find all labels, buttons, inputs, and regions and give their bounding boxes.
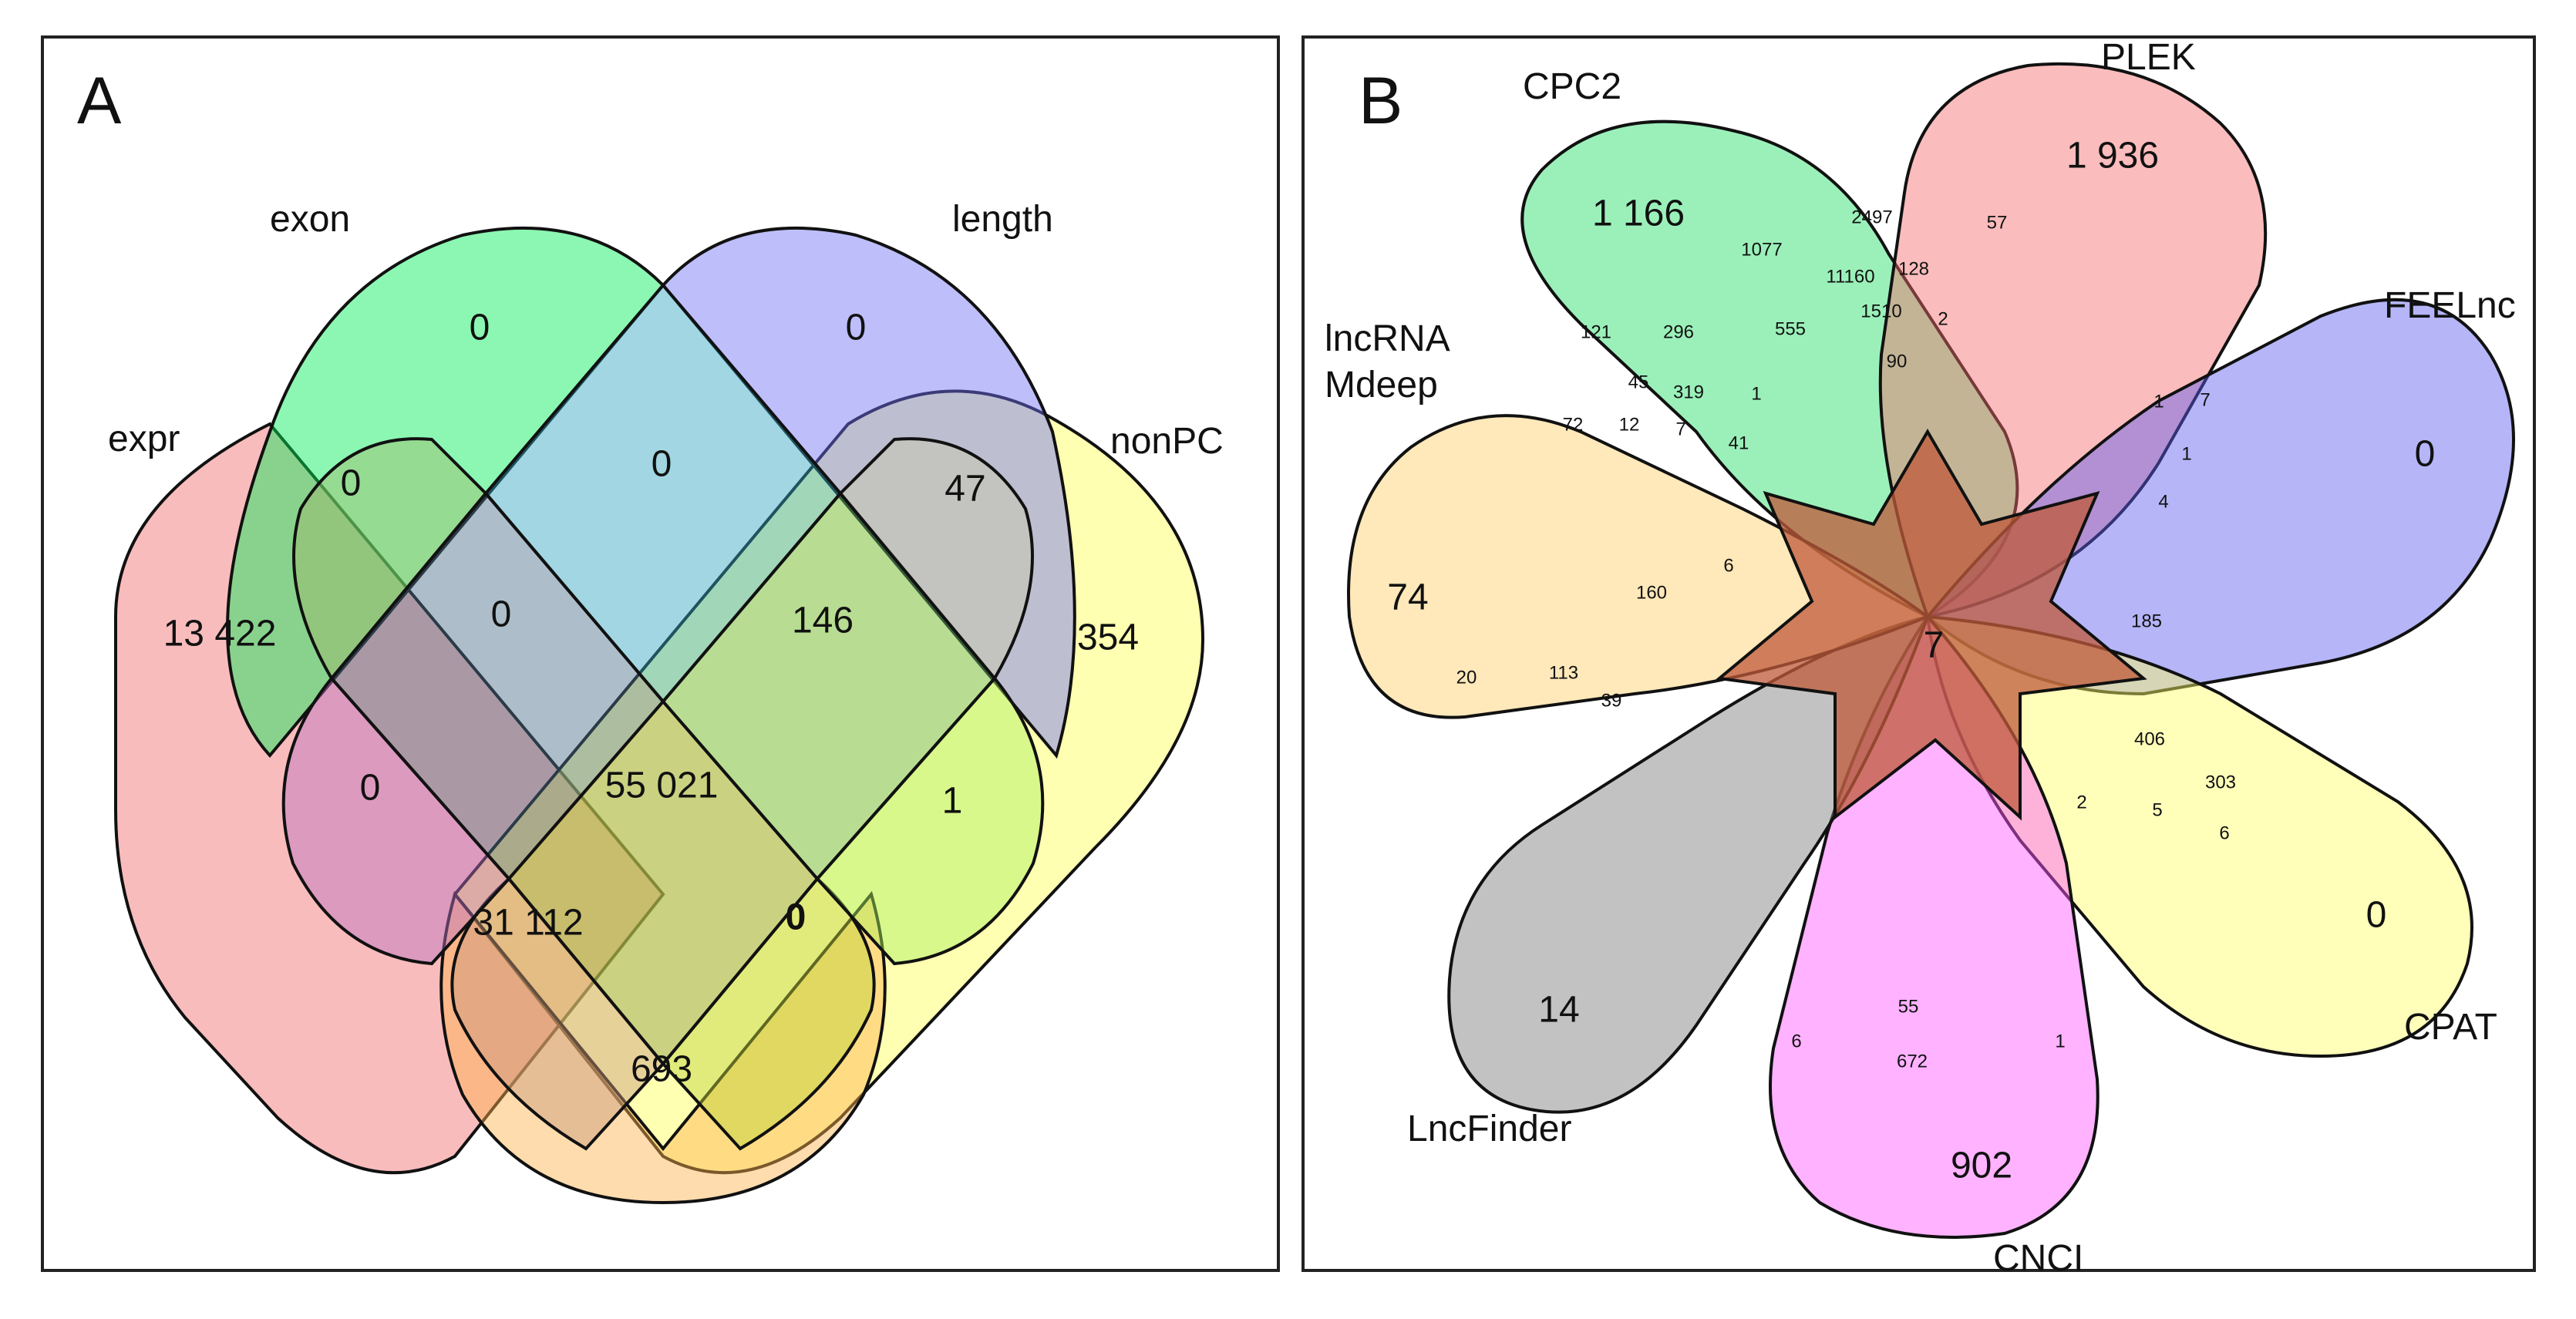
panel-b-frame: [1301, 35, 2536, 1272]
region-6c: 6: [1791, 1031, 1801, 1051]
region-5: 5: [2152, 799, 2162, 820]
region-406: 406: [2134, 728, 2165, 749]
region-exon-length: 0: [652, 444, 672, 485]
region-expr-exon-nonpc: 31 112: [473, 903, 583, 944]
panel-b: B CPC2 PLEK FEELnc CPAT CNCI LncFinder l…: [1301, 35, 2536, 1279]
region-expr-exon-length: 0: [491, 594, 512, 635]
region-6a: 6: [1723, 555, 1733, 576]
region-72: 72: [1563, 414, 1584, 435]
region-1b: 1: [2153, 391, 2164, 412]
region-303: 303: [2205, 772, 2236, 792]
region-length-only: 0: [846, 308, 867, 348]
region-185: 185: [2131, 611, 2162, 631]
region-plek-only: 1 936: [2066, 136, 2159, 177]
overlay-length-nonpc-b: [815, 675, 1045, 966]
region-2a: 2: [1938, 308, 1948, 329]
region-121: 121: [1581, 321, 1611, 342]
set-exon-shape: [226, 226, 665, 759]
region-128: 128: [1898, 258, 1929, 279]
panel-a-frame: [41, 35, 1280, 1272]
region-39: 39: [1601, 690, 1622, 711]
region-expr-exon: 0: [341, 463, 362, 504]
set-label-exon: exon: [270, 199, 350, 240]
region-exon-length-nonpc: 146: [792, 601, 854, 641]
set-label-cpat: CPAT: [2404, 1007, 2497, 1048]
region-expr-nonpc: 693: [631, 1049, 692, 1090]
set-label-cpc2: CPC2: [1523, 66, 1621, 107]
region-nonpc-only: 354: [1077, 617, 1139, 658]
region-4: 4: [2158, 491, 2168, 512]
region-296: 296: [1663, 321, 1694, 342]
region-319: 319: [1673, 382, 1704, 402]
set-length-shape: [661, 227, 1076, 759]
region-cpc2-only: 1 166: [1592, 193, 1685, 234]
region-center: 7: [1924, 625, 1945, 666]
set-nonpc-shape: [453, 389, 1205, 1175]
set-label-feelnc: FEELnc: [2384, 285, 2516, 326]
region-cpat-only: 0: [2366, 895, 2387, 936]
region-55: 55: [1898, 996, 1919, 1017]
set-label-length: length: [952, 199, 1053, 240]
overlay-center: [1716, 429, 2147, 821]
set-plek-shape: [1878, 62, 2268, 619]
region-1d: 1: [2055, 1031, 2065, 1051]
region-feelnc-only: 0: [2415, 434, 2436, 475]
panel-b-letter: B: [1359, 64, 1402, 138]
region-2497: 2497: [1851, 207, 1892, 227]
region-1a: 1: [1751, 383, 1761, 404]
region-2b: 2: [2076, 792, 2086, 813]
region-cnci-only: 902: [1951, 1146, 2012, 1186]
region-length-nonpc: 47: [945, 469, 985, 510]
panel-a: A exon length expr nonPC 0 0 0 0 47 13 4…: [41, 35, 1280, 1272]
overlay-length-nonpc-top: [838, 437, 1034, 681]
region-length-nonpc-b: 1: [942, 781, 963, 822]
region-lncfinder-only: 14: [1538, 990, 1579, 1031]
region-555: 555: [1775, 318, 1806, 339]
region-1c: 1: [2181, 443, 2191, 464]
region-41: 41: [1729, 432, 1749, 453]
set-label-expr: expr: [108, 419, 180, 459]
overlay-expr-exon: [292, 437, 488, 681]
set-label-nonpc: nonPC: [1110, 421, 1224, 462]
region-113: 113: [1549, 662, 1578, 683]
set-cpat-shape: [1925, 614, 2473, 1058]
region-11160: 11160: [1826, 266, 1874, 287]
region-1077: 1077: [1741, 239, 1782, 260]
region-12: 12: [1619, 414, 1640, 435]
panel-a-letter: A: [77, 64, 122, 138]
region-expr-only: 13 422: [163, 614, 277, 654]
region-7a: 7: [1675, 419, 1685, 439]
region-7b: 7: [2200, 389, 2210, 410]
region-6b: 6: [2219, 823, 2229, 843]
set-label-plek: PLEK: [2101, 37, 2196, 78]
region-90: 90: [1887, 351, 1908, 372]
region-exon-only: 0: [470, 308, 490, 348]
set-label-mdeep: Mdeep: [1325, 365, 1438, 405]
region-1510: 1510: [1860, 301, 1901, 321]
set-lncfinder-shape: [1447, 614, 1931, 1114]
region-57: 57: [1987, 212, 2008, 233]
set-label-lncrna: lncRNA: [1325, 318, 1450, 359]
region-20: 20: [1456, 667, 1477, 688]
region-all-four: 55 021: [605, 765, 719, 806]
region-45: 45: [1628, 372, 1649, 392]
set-feelnc-shape: [1925, 298, 2515, 696]
region-160: 160: [1636, 582, 1667, 603]
region-exon-nonpc: 0: [786, 897, 806, 938]
overlay-expr-length: [281, 675, 511, 966]
set-label-lncfinder: LncFinder: [1407, 1109, 1571, 1149]
region-672: 672: [1897, 1051, 1928, 1072]
set-label-cnci: CNCI: [1993, 1238, 2083, 1279]
region-expr-length: 0: [360, 768, 381, 809]
region-mdeep-only: 74: [1387, 577, 1428, 618]
